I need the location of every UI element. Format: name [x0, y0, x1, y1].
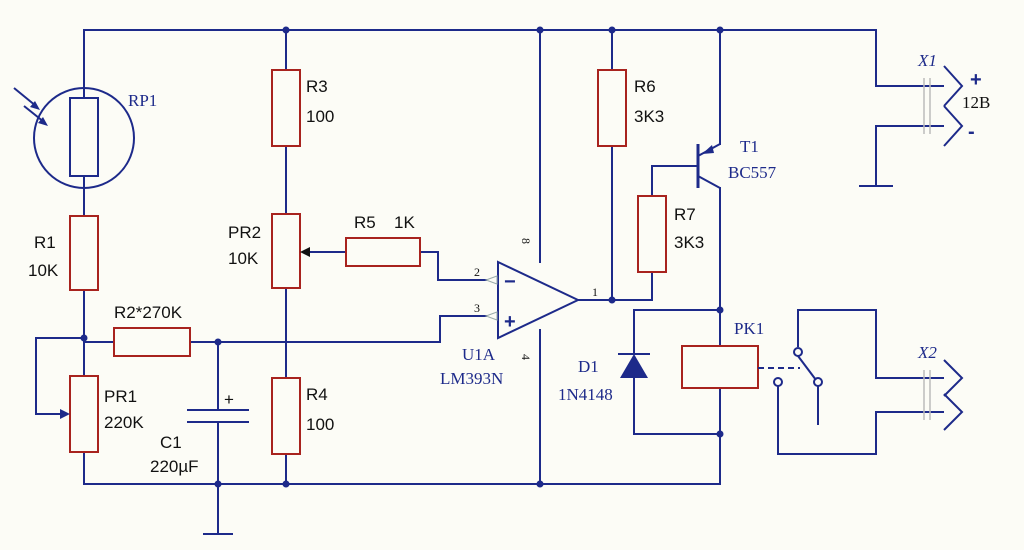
c1-ref: C1	[160, 433, 182, 452]
junction-dots	[80, 26, 724, 488]
potentiometer-pr2: PR2 10K	[228, 213, 310, 289]
t1-ref: T1	[740, 137, 759, 156]
comparator-u1a: − + 2 3 1 8 4 U1A LM393N	[440, 238, 598, 388]
resistor-r6: R6 3K3	[597, 69, 664, 147]
r3-value: 100	[306, 107, 334, 126]
resistor-r4: R4 100	[271, 377, 334, 455]
capacitor-c1: + C1 220µF	[150, 390, 249, 476]
r4-ref: R4	[306, 385, 328, 404]
x1-minus: -	[968, 121, 975, 143]
rp1-ref: RP1	[128, 91, 157, 110]
x1-voltage: 12В	[962, 93, 990, 112]
u1a-noninverting-sign: +	[504, 311, 516, 333]
x1-ref: X1	[917, 51, 937, 70]
x2-ref: X2	[917, 343, 937, 362]
u1a-ref: U1A	[462, 345, 496, 364]
diode-d1: D1 1N4148	[558, 353, 650, 404]
r2-label: R2*270K	[114, 303, 183, 322]
u1a-pin-2: 2	[474, 265, 480, 279]
resistor-r3: R3 100	[271, 69, 334, 147]
resistor-r1: R1 10K	[28, 215, 99, 291]
d1-part: 1N4148	[558, 385, 613, 404]
pr1-value: 220K	[104, 413, 144, 432]
r7-value: 3K3	[674, 233, 704, 252]
u1a-pin-3: 3	[474, 301, 480, 315]
x1-plus: +	[970, 69, 982, 91]
r5-ref: R5	[354, 213, 376, 232]
u1a-pin-4: 4	[519, 354, 533, 360]
r1-ref: R1	[34, 233, 56, 252]
pr2-value: 10K	[228, 249, 259, 268]
pr1-ref: PR1	[104, 387, 137, 406]
resistor-r7: R7 3K3	[637, 195, 704, 273]
relay-pk1: PK1	[681, 319, 823, 389]
c1-value: 220µF	[150, 457, 199, 476]
pr2-ref: PR2	[228, 223, 261, 242]
u1a-pin-1: 1	[592, 285, 598, 299]
photoresistor-rp1: RP1	[13, 87, 157, 189]
u1a-part: LM393N	[440, 369, 503, 388]
r1-value: 10K	[28, 261, 59, 280]
d1-ref: D1	[578, 357, 599, 376]
pk1-ref: PK1	[734, 319, 764, 338]
resistor-r2: R2*270K	[113, 303, 191, 357]
connector-x1: X1 + 12В -	[905, 51, 990, 147]
c1-polarity: +	[224, 390, 234, 409]
u1a-inverting-sign: −	[504, 271, 516, 293]
u1a-pin-8: 8	[519, 238, 533, 244]
t1-part: BC557	[728, 163, 777, 182]
r6-ref: R6	[634, 77, 656, 96]
connector-x2: X2	[905, 343, 964, 431]
r4-value: 100	[306, 415, 334, 434]
resistor-r5: R5 1K	[345, 213, 421, 267]
potentiometer-pr1: PR1 220K	[60, 375, 144, 453]
r5-value: 1K	[394, 213, 415, 232]
r7-ref: R7	[674, 205, 696, 224]
r3-ref: R3	[306, 77, 328, 96]
r6-value: 3K3	[634, 107, 664, 126]
transistor-t1: T1 BC557	[696, 137, 777, 189]
wires	[35, 29, 906, 535]
